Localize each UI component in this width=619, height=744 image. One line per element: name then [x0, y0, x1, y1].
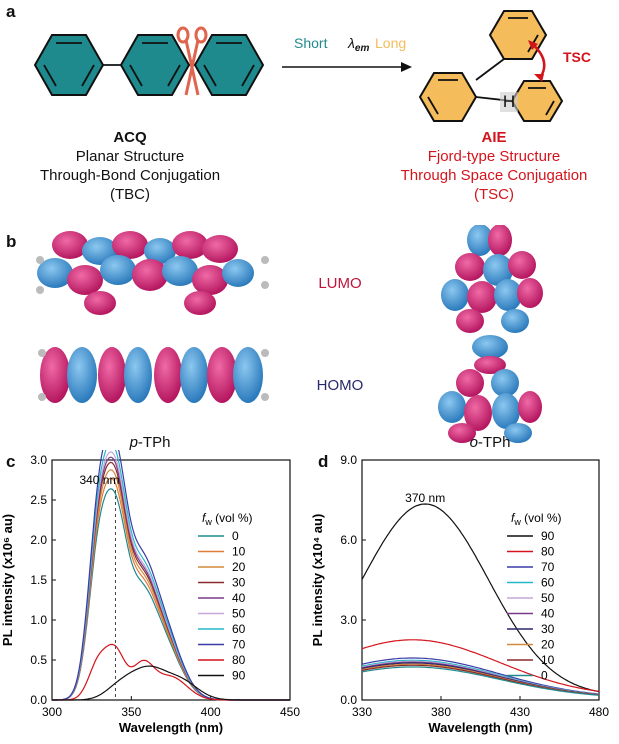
legend-title: fw (vol %) [202, 511, 253, 527]
legend-entry-60: 60 [541, 576, 555, 590]
x-tick-label: 380 [431, 705, 451, 719]
legend-entry-10: 10 [541, 653, 555, 667]
p-tph-lumo-orbital [36, 231, 269, 315]
long-label: Long [375, 35, 406, 51]
x-tick-label: 400 [201, 705, 221, 719]
series-line-20 [52, 469, 290, 701]
legend-entry-20: 20 [232, 560, 246, 574]
peak-annotation: 340 nm [79, 473, 119, 487]
y-axis-label: PL intensity (x10⁶ au) [0, 514, 15, 646]
y-tick-label: 0.0 [30, 693, 47, 707]
aie-description: AIE Fjord-type Structure Through Space C… [384, 128, 604, 204]
p-tph-label: p-TPh [129, 434, 171, 450]
lambda-label: λem [347, 35, 369, 54]
y-tick-label: 6.0 [340, 533, 357, 547]
legend-entry-40: 40 [541, 607, 555, 621]
x-tick-label: 480 [589, 705, 609, 719]
x-axis-label: Wavelength (nm) [428, 720, 532, 735]
series-line-60 [52, 450, 290, 701]
legend-entry-30: 30 [541, 622, 555, 636]
legend-title: fw (vol %) [511, 511, 562, 527]
panel-label-c: c [6, 452, 16, 471]
legend-entry-70: 70 [541, 560, 555, 574]
acq-title: ACQ [113, 129, 147, 146]
y-tick-label: 2.0 [30, 533, 47, 547]
x-axis-label: Wavelength (nm) [119, 720, 223, 735]
legend-entry-0: 0 [232, 529, 239, 543]
legend-entry-40: 40 [232, 591, 246, 605]
series-line-50 [52, 451, 290, 701]
plot-frame [361, 459, 600, 701]
series-line-80 [52, 643, 290, 701]
panel-label-d: d [318, 452, 329, 471]
h-atom-label: H [503, 92, 515, 111]
aie-line2: Through Space Conjugation [400, 167, 588, 184]
series-line-0 [361, 666, 600, 696]
legend-entry-90: 90 [541, 529, 555, 543]
panel-label-a: a [6, 2, 16, 21]
o-terphenyl-structure [418, 10, 564, 122]
homo-label: HOMO [317, 377, 364, 394]
o-tph-label: o-TPh [470, 434, 511, 450]
aie-line3: (TSC) [474, 186, 514, 203]
aie-title: AIE [481, 129, 507, 146]
acq-line3: (TBC) [110, 186, 150, 203]
legend-entry-20: 20 [541, 638, 555, 652]
y-tick-label: 2.5 [30, 493, 47, 507]
tsc-label: TSC [563, 49, 591, 65]
lumo-label: LUMO [318, 275, 361, 292]
legend-entry-30: 30 [232, 576, 246, 590]
series-line-90 [52, 665, 290, 701]
orbital-figure: LUMO HOMO p-TPh o-TPh [36, 225, 543, 450]
legend-entry-10: 10 [232, 545, 246, 559]
legend-entry-60: 60 [232, 622, 246, 636]
legend-entry-50: 50 [232, 607, 246, 621]
legend-entry-90: 90 [232, 669, 246, 683]
legend-entry-70: 70 [232, 638, 246, 652]
acq-description: ACQ Planar Structure Through-Bond Conjug… [30, 128, 230, 204]
x-tick-label: 430 [510, 705, 530, 719]
y-tick-label: 3.0 [30, 453, 47, 467]
x-tick-label: 330 [352, 705, 372, 719]
series-line-90 [361, 503, 600, 693]
peak-annotation: 370 nm [405, 491, 445, 505]
legend-entry-80: 80 [541, 545, 555, 559]
y-tick-label: 3.0 [340, 613, 357, 627]
legend-entry-0: 0 [541, 669, 548, 683]
series-line-80 [361, 639, 600, 692]
series-line-40 [52, 456, 290, 701]
legend-entry-50: 50 [541, 591, 555, 605]
y-tick-label: 0.0 [340, 693, 357, 707]
scheme-figure: H TSC Short λem Long [33, 10, 591, 122]
acq-line2: Through-Bond Conjugation [39, 167, 221, 184]
y-tick-label: 1.5 [30, 573, 47, 587]
series-line-70 [52, 450, 290, 701]
y-tick-label: 1.0 [30, 613, 47, 627]
acq-line1: Planar Structure [75, 148, 185, 165]
y-axis-label: PL intensity (x10⁴ au) [310, 514, 325, 647]
series-line-30 [52, 461, 290, 701]
plot-frame [51, 459, 291, 701]
o-tph-lumo-orbital [441, 225, 543, 333]
scissors-icon [176, 26, 208, 96]
aie-line1: Fjord-type Structure [427, 148, 561, 165]
p-terphenyl-structure [33, 34, 265, 96]
p-tph-homo-orbital [38, 347, 269, 403]
x-tick-label: 450 [280, 705, 300, 719]
panel-label-b: b [6, 232, 17, 251]
x-tick-label: 300 [42, 705, 62, 719]
o-tph-homo-orbital [438, 335, 542, 443]
legend-entry-80: 80 [232, 653, 246, 667]
y-tick-label: 9.0 [340, 453, 357, 467]
x-tick-label: 350 [121, 705, 141, 719]
short-label: Short [294, 35, 328, 51]
y-tick-label: 0.5 [30, 653, 47, 667]
